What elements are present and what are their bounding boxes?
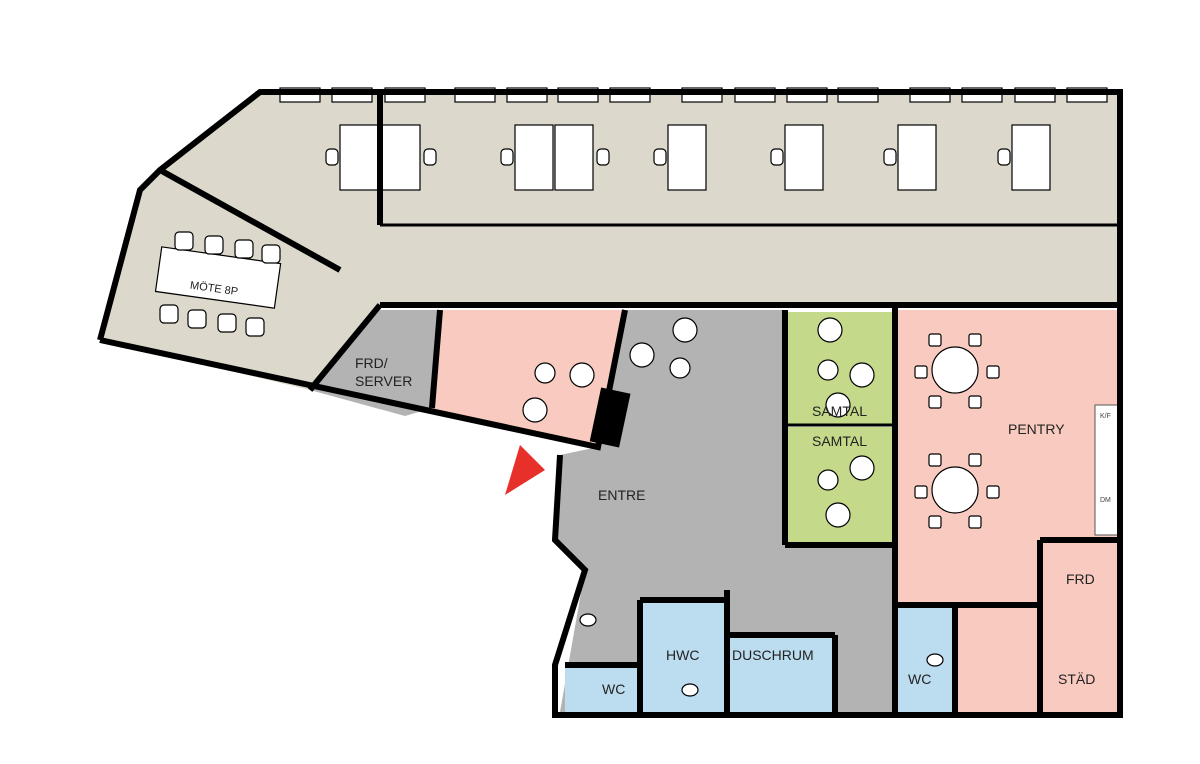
chair: [928, 395, 942, 409]
room-label-frd: FRD: [1066, 571, 1095, 587]
room-label-server-1: FRD/: [355, 355, 388, 371]
room-label-stad: STÄD: [1058, 671, 1095, 687]
room-label-entre: ENTRE: [598, 487, 645, 503]
toilet: [926, 653, 944, 667]
chair: [159, 304, 179, 324]
desk: [897, 124, 937, 191]
chair: [245, 317, 265, 337]
dining-table: [931, 346, 979, 394]
lounge-chair: [849, 455, 875, 481]
chair: [423, 148, 437, 166]
desk: [554, 124, 594, 191]
kitchen-counter: [1094, 404, 1121, 536]
duschrum-room: [727, 635, 835, 712]
chair: [770, 148, 784, 166]
toilet: [579, 613, 597, 627]
chair: [204, 235, 224, 255]
desk: [381, 124, 421, 191]
wc-right-room: [895, 607, 955, 712]
chair: [968, 395, 982, 409]
lounge-chair: [522, 397, 548, 423]
furniture: [154, 87, 1108, 697]
side-table: [817, 469, 839, 491]
side-table: [534, 362, 556, 384]
room-label-wc-left: WC: [602, 681, 625, 697]
chair: [914, 365, 928, 379]
entrance-marker: [505, 445, 545, 495]
chair: [325, 148, 339, 166]
chair: [928, 453, 942, 467]
chair: [234, 239, 254, 259]
desk: [339, 124, 379, 191]
lounge-chair: [672, 317, 698, 343]
chair: [928, 515, 942, 529]
meeting-table: [154, 246, 282, 309]
lounge: [432, 310, 625, 447]
desk: [667, 124, 707, 191]
appliance-fridge: K/F: [1100, 413, 1111, 420]
pentry-area: [895, 310, 1120, 712]
lounge-chair: [569, 362, 595, 388]
chair: [968, 453, 982, 467]
lounge-chair: [629, 342, 655, 368]
chair: [653, 148, 667, 166]
chair: [968, 333, 982, 347]
lounge-chair: [825, 392, 851, 418]
chair: [217, 313, 237, 333]
wc-left-room: [565, 665, 640, 712]
chair: [500, 148, 514, 166]
room-label-samtal-2: SAMTAL: [812, 433, 867, 449]
room-label-server-2: SERVER: [355, 373, 412, 389]
desk: [784, 124, 824, 191]
chair: [914, 485, 928, 499]
room-label-samtal-1: SAMTAL: [812, 403, 867, 419]
room-label-pentry: PENTRY: [1008, 421, 1065, 437]
desk: [1011, 124, 1051, 191]
chair: [261, 244, 281, 264]
appliance-dishwasher: DM: [1100, 497, 1111, 504]
room-label-duschrum: DUSCHRUM: [732, 647, 814, 663]
side-table: [817, 359, 839, 381]
chair: [174, 231, 194, 251]
hwc-room: [640, 600, 725, 712]
toilet: [681, 683, 699, 697]
lounge-chair: [825, 502, 851, 528]
dining-table: [931, 466, 979, 514]
chair: [928, 333, 942, 347]
room-label-wc-right: WC: [908, 671, 931, 687]
room-label-hwc: HWC: [666, 647, 699, 663]
lounge-chair: [849, 362, 875, 388]
chair: [986, 365, 1000, 379]
chair: [997, 148, 1011, 166]
desk: [514, 124, 554, 191]
chair: [187, 309, 207, 329]
side-table: [669, 357, 691, 379]
lounge-chair: [817, 317, 843, 343]
chair: [883, 148, 897, 166]
chair: [968, 515, 982, 529]
chair: [596, 148, 610, 166]
chair: [986, 485, 1000, 499]
walls: [97, 89, 1123, 718]
